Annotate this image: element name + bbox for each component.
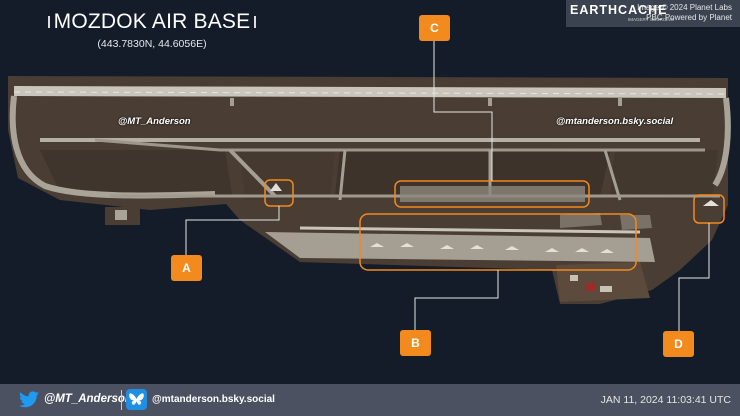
apron-north: [400, 186, 585, 202]
russian-flag-icon: [254, 16, 257, 28]
credit-line-2: PBC Powered by Planet: [646, 13, 732, 22]
marker-a: A: [171, 255, 202, 281]
twitter-watermark: @MT_Anderson: [118, 116, 191, 127]
title-block: MOZDOK AIR BASE (443.7830N, 44.6056E): [47, 10, 257, 50]
runway: [14, 86, 726, 98]
credit-line-1: Image © 2024 Planet Labs: [637, 3, 732, 12]
marker-c: C: [419, 15, 450, 41]
leader-line-a: [185, 206, 280, 255]
coordinates-label: (443.7830N, 44.6056E): [97, 38, 207, 50]
title-text: MOZDOK AIR BASE: [53, 10, 251, 33]
leader-line-d: [678, 223, 710, 331]
page-title: MOZDOK AIR BASE: [47, 10, 257, 34]
footer-twitter-handle: @MT_Anderson: [44, 393, 132, 405]
footer-bluesky-handle: @mtanderson.bsky.social: [152, 394, 275, 405]
marker-d: D: [663, 331, 694, 357]
twitter-bird-icon: [19, 391, 39, 408]
footer-divider: [121, 390, 122, 410]
russian-flag-icon: [47, 16, 50, 28]
apron-south: [265, 232, 655, 262]
capture-timestamp: JAN 11, 2024 11:03:41 UTC: [600, 394, 731, 406]
marker-b: B: [400, 330, 431, 356]
bluesky-butterfly-icon: [126, 389, 147, 410]
provider-badge: EARTHCACHE IMAGERY SOURCING Image © 2024…: [566, 0, 740, 27]
image-credit: Image © 2024 Planet Labs PBC Powered by …: [637, 3, 732, 23]
earthcache-logo: EARTHCACHE: [570, 3, 668, 17]
leader-line-c: [433, 40, 493, 181]
bluesky-watermark: @mtanderson.bsky.social: [556, 116, 674, 127]
earthcache-tagline: IMAGERY SOURCING: [628, 17, 675, 22]
footer-bar: @MT_Anderson @mtanderson.bsky.social JAN…: [0, 384, 740, 416]
leader-line-b: [414, 270, 499, 330]
